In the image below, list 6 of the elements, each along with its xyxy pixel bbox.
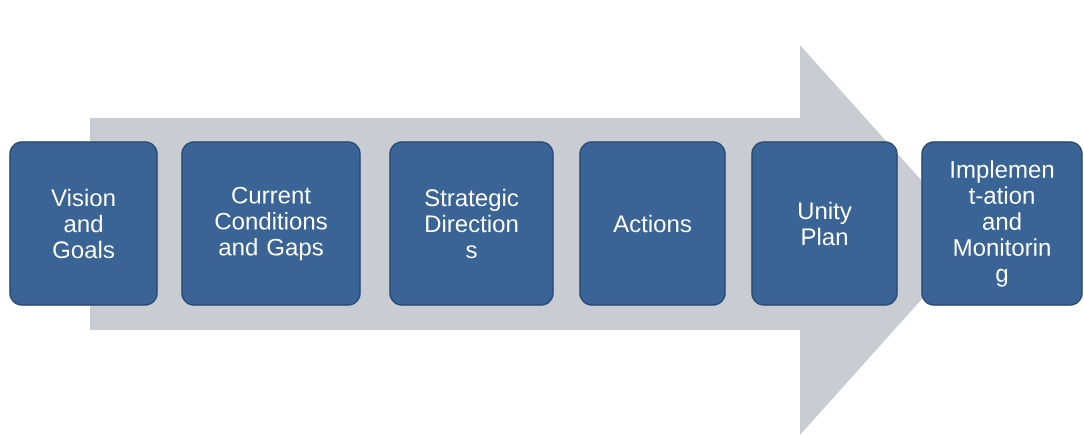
process-box: Unity Plan <box>751 141 898 306</box>
process-box: Actions <box>579 141 726 306</box>
process-box: Current Conditions and Gaps <box>181 141 361 306</box>
process-box: Vision and Goals <box>9 141 158 306</box>
process-box: Strategic Direction s <box>389 141 554 306</box>
process-box: Implemen t-ation and Monitorin g <box>921 141 1083 306</box>
